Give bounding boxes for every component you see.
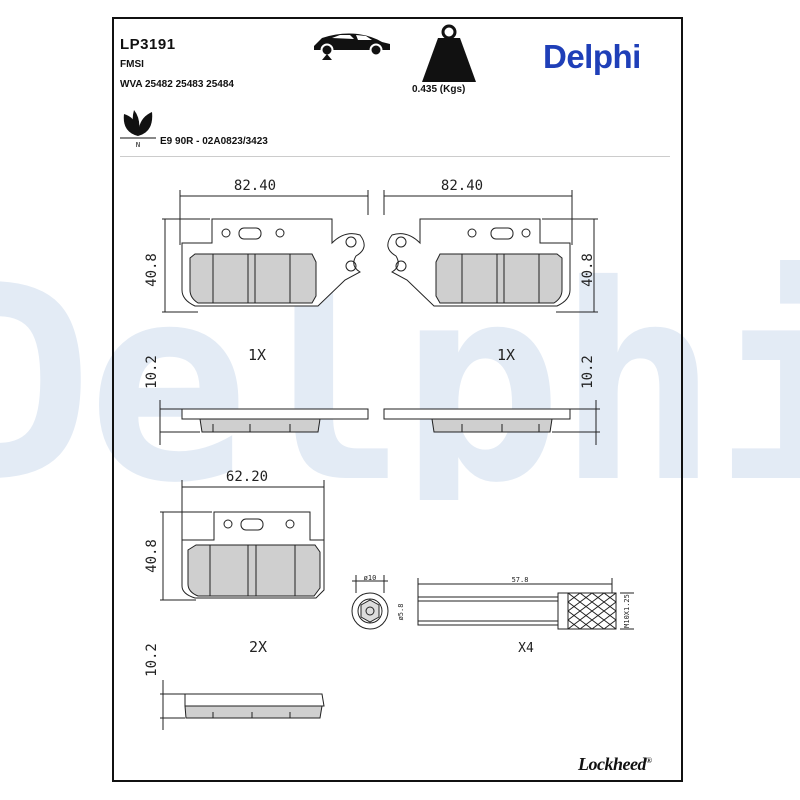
dim-top-left-thickness: 10.2 [144,355,160,389]
pad-top-right-side [383,408,571,433]
weight-label: 0.435 (Kgs) [412,84,466,95]
pad-top-left [181,218,365,307]
guide-pin [351,575,634,630]
registered-mark: ® [645,756,652,765]
qty-top-right: 1X [497,346,515,364]
pin-thread: M10X1.25 [623,594,631,628]
drawing-frame [112,17,683,782]
fmsi-label: FMSI [120,59,144,70]
brand-logo: Delphi [543,38,641,75]
pad-top-left-side [181,408,369,433]
dim-top-right-height: 40.8 [580,253,596,287]
eco-mark-letter: N [136,141,140,148]
dim-top-left-width: 82.40 [234,178,276,194]
dim-top-right-thickness: 10.2 [580,355,596,389]
pin-head-diameter: ø10 [364,574,377,582]
part-number: LP3191 [120,36,176,53]
pin-length: 57.8 [512,576,529,584]
dim-bottom-width: 62.20 [226,469,268,485]
pin-shaft-diameter: ø5.8 [397,604,405,621]
certification-code: E9 90R - 02A0823/3423 [160,136,268,147]
footer-brand: Lockheed® [578,754,652,775]
eco-leaf-icon: N [120,110,156,148]
pad-top-right [387,218,571,307]
wva-label: WVA 25482 25483 25484 [120,79,234,90]
dim-bottom-height: 40.8 [144,539,160,573]
header-separator [120,156,670,157]
pad-bottom [181,511,325,599]
qty-top-left: 1X [248,346,266,364]
car-icon [314,33,390,60]
dim-top-left-height: 40.8 [144,253,160,287]
qty-bottom: 2X [249,638,267,656]
pad-bottom-side [184,693,325,719]
dim-top-right-width: 82.40 [441,178,483,194]
delphi-watermark: Delphi [0,260,800,500]
dim-bottom-thickness: 10.2 [144,643,160,677]
weight-icon [422,24,476,82]
watermark-text: Delphi [0,260,800,500]
footer-brand-text: Lockheed [578,754,646,774]
qty-pin: X4 [518,641,534,656]
